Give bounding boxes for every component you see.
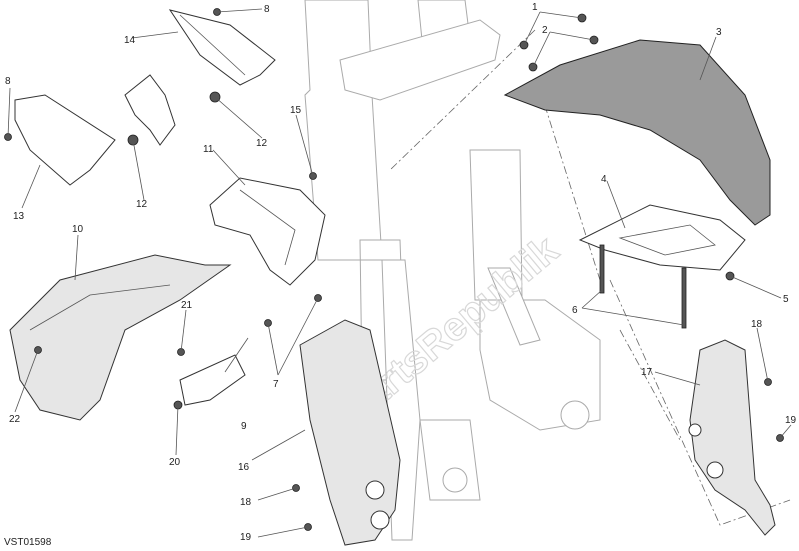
callout-8-top: 8 xyxy=(264,4,270,15)
bolt-6b xyxy=(681,267,687,329)
part-12-bracket xyxy=(124,74,176,146)
callout-4: 4 xyxy=(601,174,607,185)
part-17-fork-guard xyxy=(689,339,776,536)
callout-18-left: 18 xyxy=(240,497,252,508)
callout-21: 21 xyxy=(181,300,193,311)
callout-12-left: 12 xyxy=(136,199,148,210)
callout-18-right: 18 xyxy=(751,319,763,330)
callout-1: 1 xyxy=(532,2,538,13)
callout-12-top: 12 xyxy=(256,138,268,149)
part-14-cover xyxy=(168,9,276,86)
callout-15: 15 xyxy=(290,105,302,116)
part-10-side-panel xyxy=(9,254,232,421)
callout-6: 6 xyxy=(572,305,578,316)
part-13-side-panel xyxy=(14,94,116,186)
callout-5: 5 xyxy=(783,294,789,305)
callout-16: 16 xyxy=(238,462,250,473)
bolt-6a xyxy=(599,244,605,294)
part-4-bracket xyxy=(578,204,746,271)
callout-9: 9 xyxy=(241,421,247,432)
part-11-bracket xyxy=(209,177,326,286)
callout-3: 3 xyxy=(716,27,722,38)
part-3-mudguard xyxy=(503,39,771,226)
callout-10: 10 xyxy=(72,224,84,235)
part-9-plate xyxy=(179,354,246,406)
callout-19-right: 19 xyxy=(785,415,797,426)
drawing-code: VST01598 xyxy=(4,537,52,548)
leader-lines xyxy=(7,8,792,538)
assembly-lines xyxy=(389,29,791,526)
callout-20: 20 xyxy=(169,457,181,468)
callout-11: 11 xyxy=(203,144,214,155)
callout-7: 7 xyxy=(273,379,279,390)
callout-13: 13 xyxy=(13,211,25,222)
callout-2: 2 xyxy=(542,25,548,36)
callout-17: 17 xyxy=(641,367,653,378)
callout-19-left: 19 xyxy=(240,532,252,543)
callout-8-left: 8 xyxy=(5,76,11,87)
callout-14: 14 xyxy=(124,35,136,46)
callout-22: 22 xyxy=(9,414,21,425)
callout-numbers: 1 2 3 4 5 6 7 8 8 9 10 11 12 12 13 14 15… xyxy=(5,2,797,543)
